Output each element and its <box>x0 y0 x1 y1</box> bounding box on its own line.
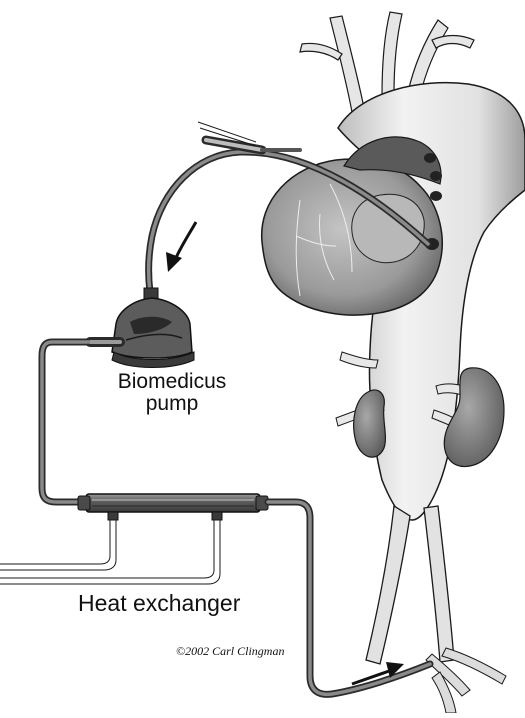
heat-exchanger <box>78 494 268 520</box>
heart <box>262 137 443 315</box>
pump-label: Biomedicus pump <box>92 371 252 415</box>
biomedicus-pump <box>90 288 194 368</box>
heat-exchanger-label: Heat exchanger <box>78 590 240 617</box>
pump-label-line1: Biomedicus <box>92 371 252 393</box>
copyright-credit: ©2002 Carl Clingman <box>176 644 284 659</box>
water-lines <box>0 520 220 584</box>
femoral-cannula-bundle <box>426 648 506 713</box>
pump-label-line2: pump <box>92 393 252 415</box>
flow-arrow-curved-icon <box>166 222 196 272</box>
pump-to-exchanger-tubing <box>42 342 90 502</box>
